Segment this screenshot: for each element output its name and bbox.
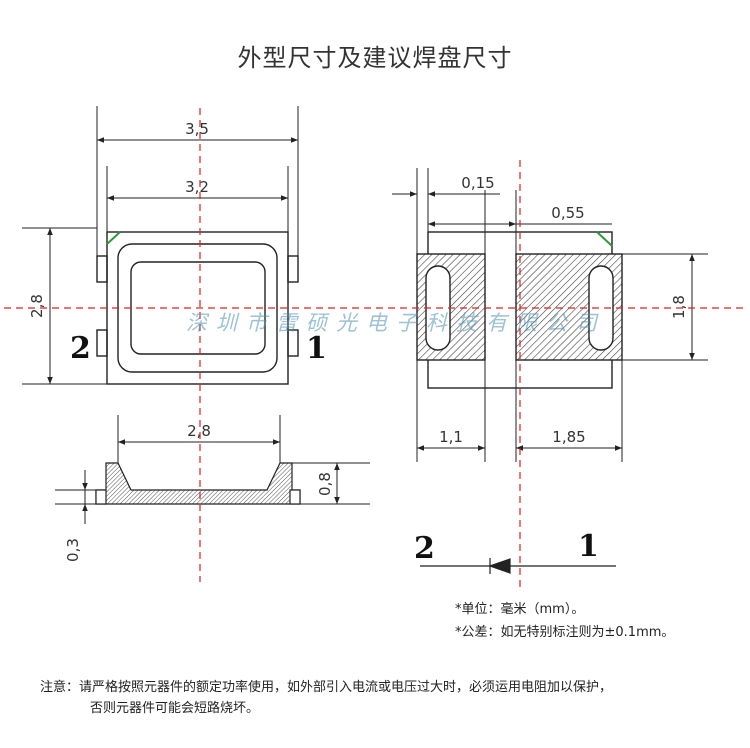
dim-pad-height: 1,8 <box>670 295 688 319</box>
pad-layout <box>416 231 623 389</box>
side-lead-right <box>289 489 301 505</box>
pad-cathode-mark <box>596 231 613 247</box>
dim-pad-large-width: 1,85 <box>552 428 585 446</box>
side-profile <box>95 462 301 505</box>
dim-bottom-width: 2,8 <box>187 422 211 440</box>
polarity-label-2: 2 <box>414 531 435 566</box>
dim-base-thickness: 0,3 <box>64 538 82 562</box>
dim-pad-offset: 0,55 <box>551 204 584 222</box>
dim-inner-width: 3,2 <box>185 178 209 196</box>
lead-left-bottom <box>96 329 108 357</box>
center-lines <box>4 108 746 590</box>
side-lead-left <box>95 489 107 505</box>
front-dimensions <box>22 106 299 385</box>
dim-thickness: 0,8 <box>316 472 334 496</box>
polarity-indicator <box>420 558 616 574</box>
cathode-mark <box>106 231 121 245</box>
pad-dimensions <box>392 168 708 462</box>
side-dimensions <box>55 415 370 524</box>
lead-left-top <box>96 255 108 283</box>
polarity-arrow <box>488 558 511 574</box>
pad-right-slot <box>588 265 614 351</box>
lead-right-top <box>287 255 299 283</box>
lead-right-bottom <box>287 329 299 357</box>
pin-label-1: 1 <box>306 331 327 366</box>
polarity-label-1: 1 <box>578 529 599 564</box>
dim-pad-small-width: 1,1 <box>439 428 463 446</box>
page-title: 外型尺寸及建议焊盘尺寸 <box>237 44 513 72</box>
pin-label-2: 2 <box>70 331 91 366</box>
dim-pad-gap: 0,15 <box>461 174 494 192</box>
watermark: 深圳市雷硕光电子科技有限公司 <box>186 311 606 335</box>
warning-line-2: 否则元器件可能会短路烧坏。 <box>90 701 260 716</box>
side-view <box>95 462 301 505</box>
dim-outer-width: 3,5 <box>185 120 209 138</box>
tolerance-note: *公差：如无特别标注则为±0.1mm。 <box>455 625 675 640</box>
dim-height: 2,8 <box>28 294 46 318</box>
unit-note: *单位：毫米（mm）。 <box>455 602 585 617</box>
warning-line-1: 注意：请严格按照元器件的额定功率使用，如外部引入电流或电压过大时，必须运用电阻加… <box>40 680 613 695</box>
